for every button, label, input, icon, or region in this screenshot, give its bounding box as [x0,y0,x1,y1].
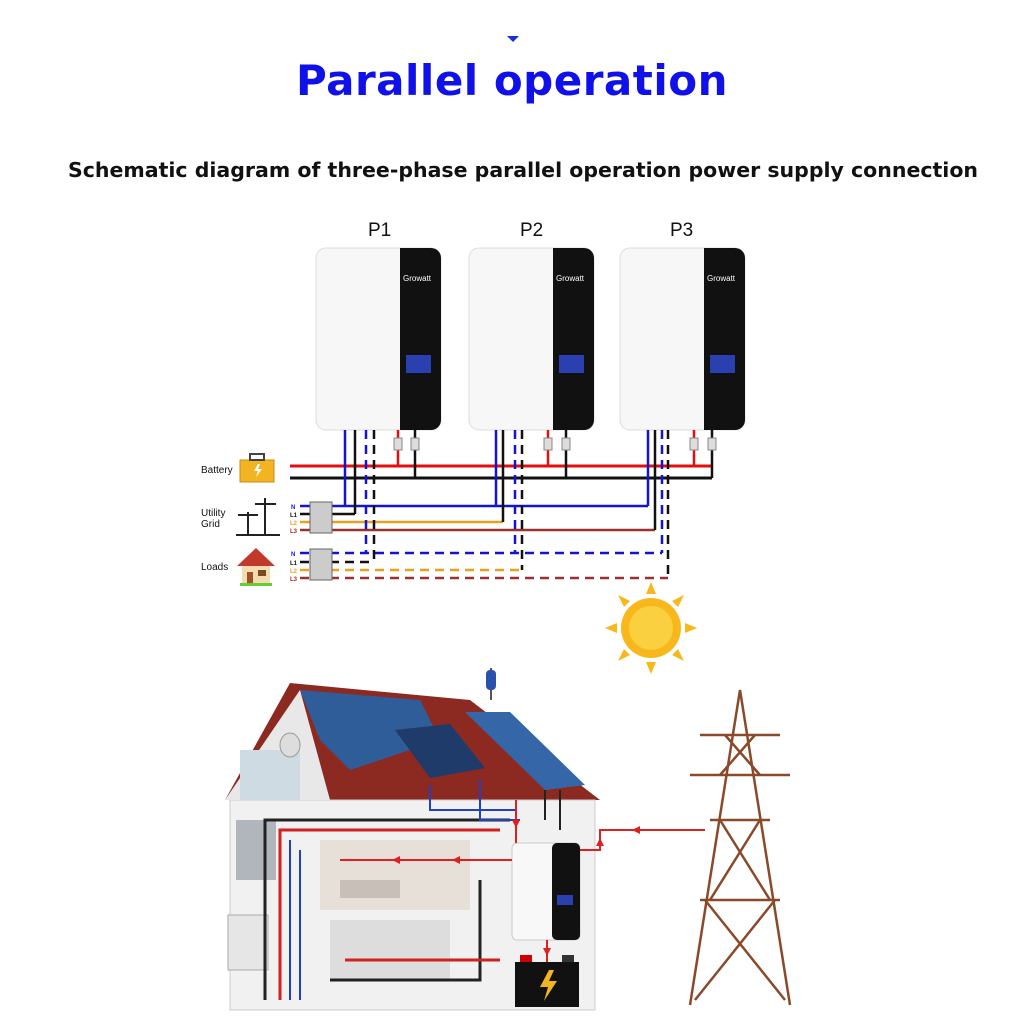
page-title: Parallel operation [295,56,729,105]
battery-drops [396,430,714,478]
brand-logo: Growatt [556,274,585,283]
home-battery-icon [515,955,579,1007]
svg-text:L3: L3 [290,577,298,583]
phase-labels: N L1 L2 L3 N L1 L2 L3 [290,505,298,583]
satellite-dish-icon [279,732,301,758]
solar-water-heater [395,724,485,778]
svg-text:L2: L2 [290,521,298,527]
dc-breakers [393,437,717,451]
utility-label-line1: Utility [201,508,226,519]
power-flow-arrows [392,820,640,956]
house-icon [237,548,275,586]
lcd-screen [406,355,431,373]
sun-icon [605,582,697,674]
diagram-subtitle: Schematic diagram of three-phase paralle… [68,158,978,182]
utility-grid-bus [300,430,657,532]
svg-text:L3: L3 [290,529,298,535]
battery-icon [239,453,275,483]
ac-breakers [309,501,333,581]
svg-text:N: N [291,552,295,558]
svg-text:N: N [291,505,295,511]
lcd-screen [559,355,584,373]
inverter-label-p3: P3 [670,220,694,241]
home-solar-illustration [225,668,600,1011]
wind-turbine-icon [486,670,496,690]
transmission-tower-icon [688,689,792,1006]
svg-text:L1: L1 [290,561,298,567]
utility-pole-icon [236,498,280,536]
solar-panel [300,690,440,770]
inverter-p2: Growatt [468,247,595,431]
battery-label: Battery [201,465,233,476]
inverter-p3: Growatt [619,247,746,431]
inverter-label-p2: P2 [520,220,544,241]
home-inverter [511,842,581,941]
lcd-screen [710,355,735,373]
brand-logo: Growatt [403,274,432,283]
svg-text:L1: L1 [290,513,298,519]
loads-bus [300,430,670,580]
inverter-label-p1: P1 [368,220,392,241]
inverter-p1: Growatt [315,247,442,431]
section-marker-icon [507,36,519,42]
utility-label-line2: Grid [201,519,220,530]
loads-label: Loads [201,562,229,573]
solar-panel [465,712,585,790]
brand-logo: Growatt [707,274,736,283]
svg-text:L2: L2 [290,569,298,575]
